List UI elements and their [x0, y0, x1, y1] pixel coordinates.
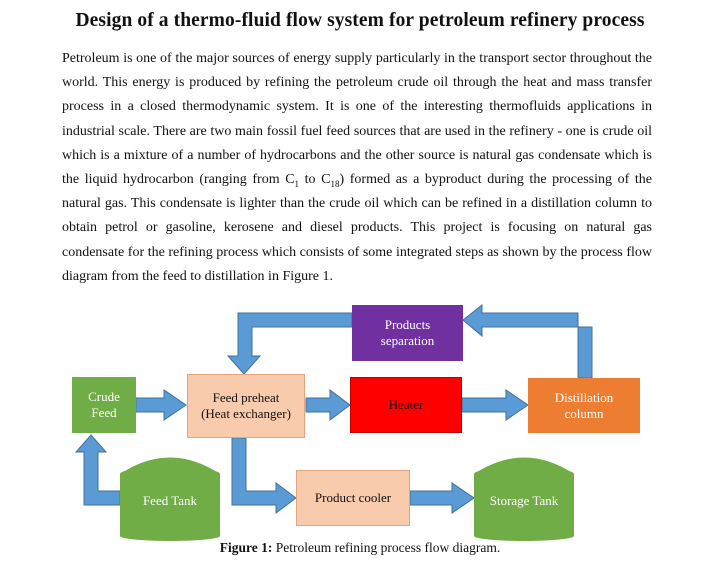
crude-feed-box: Crude Feed — [72, 377, 136, 433]
arrow-crude-to-preheat — [135, 389, 187, 421]
subscript-18: 18 — [330, 178, 340, 189]
arrow-heater-to-distillation — [461, 389, 529, 421]
paragraph-text-1: Petroleum is one of the major sources of… — [62, 51, 652, 188]
arrow-separation-to-preheat — [226, 312, 353, 375]
storage-tank-label: Storage Tank — [489, 493, 559, 508]
arrow-tank-to-crude — [74, 434, 121, 506]
arrow-preheat-to-cooler — [231, 437, 297, 514]
arrow-preheat-to-heater — [305, 389, 351, 421]
figure-caption: Figure 1: Petroleum refining process flo… — [0, 540, 720, 556]
feed-tank-shape — [120, 457, 220, 541]
products-separation-box: Products separation — [352, 305, 463, 361]
product-cooler-box: Product cooler — [296, 470, 410, 526]
body-paragraph: Petroleum is one of the major sources of… — [62, 47, 652, 289]
paragraph-text-2: to C — [299, 172, 331, 188]
arrow-distillation-to-separation — [462, 303, 593, 379]
feed-preheat-box: Feed preheat (Heat exchanger) — [187, 374, 305, 438]
subscript-1: 1 — [294, 178, 300, 189]
storage-tank-shape — [474, 457, 574, 541]
arrow-cooler-to-storage — [409, 482, 475, 514]
figure-caption-text: Petroleum refining process flow diagram. — [272, 540, 501, 555]
flow-arrows — [74, 303, 593, 514]
figure-label: Figure 1: — [219, 540, 273, 555]
heater-box: Heater — [350, 377, 462, 433]
page-title: Design of a thermo-fluid flow system for… — [75, 10, 645, 31]
feed-tank-label: Feed Tank — [142, 493, 198, 508]
distillation-column-box: Distillation column — [528, 378, 640, 433]
paragraph-text-3: ) formed as a byproduct during the proce… — [62, 172, 652, 284]
